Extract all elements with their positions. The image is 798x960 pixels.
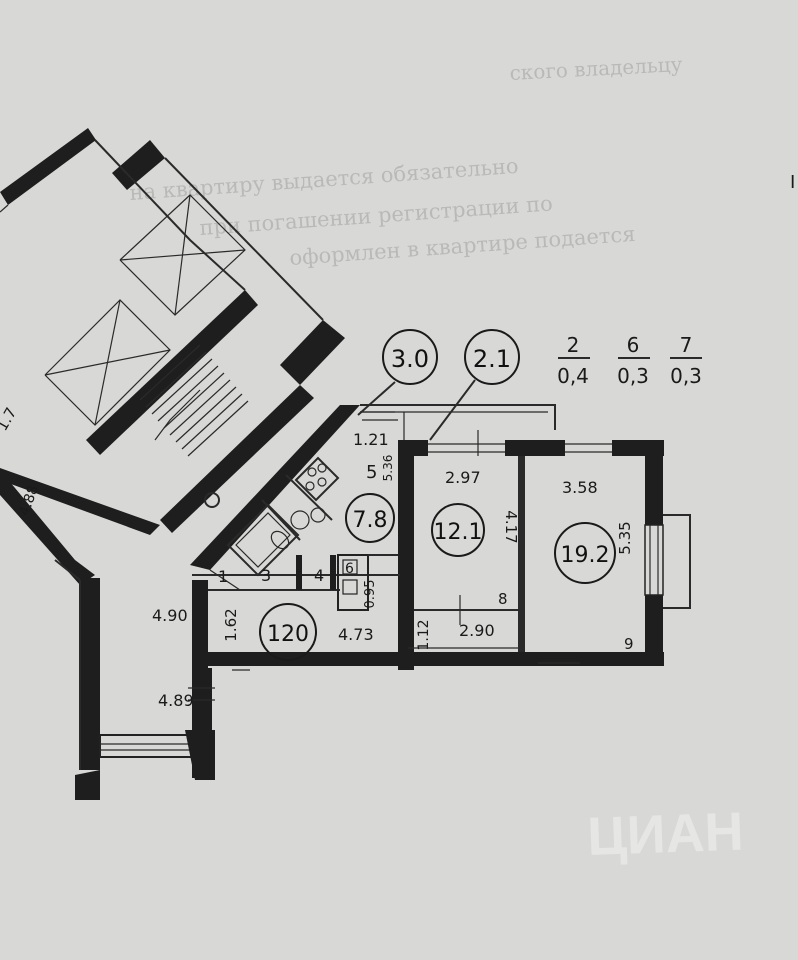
room-number-5: 5	[366, 462, 377, 483]
room-kitchen-area: 7.8	[345, 493, 395, 543]
room-1-area: 12.1	[431, 503, 485, 557]
room-number-6: 6	[345, 561, 354, 577]
room-2-area-text: 19.2	[561, 543, 610, 568]
room-hall-area: 120	[259, 603, 317, 661]
circled-label-2-text: 2.1	[473, 345, 511, 373]
dim-room1-corridor: 1.12	[416, 619, 432, 650]
fraction-2-bottom: 0,4	[557, 364, 589, 388]
fraction-2-top: 2	[567, 333, 580, 357]
fraction-6: 6 0,3	[617, 333, 650, 388]
ghost-text-1: ского владельцу	[509, 52, 683, 85]
corner-mark: I	[790, 172, 795, 193]
room-2-area: 19.2	[554, 522, 616, 584]
circled-label-2: 2.1	[429, 329, 520, 441]
watermark-logo: ЦИАН	[586, 802, 744, 867]
fraction-2: 2 0,4	[557, 333, 590, 388]
dim-kitchen-side: 5.36	[381, 455, 395, 482]
room-1-area-text: 12.1	[434, 520, 483, 545]
room-kitchen-area-text: 7.8	[353, 508, 388, 533]
room-number-8: 8	[498, 590, 508, 608]
fraction-7: 7 0,3	[670, 333, 702, 388]
room-number-4: 4	[314, 566, 324, 585]
room-number-1: 1	[218, 567, 228, 586]
circled-label-1: 3.0	[357, 329, 438, 416]
room-number-9: 9	[624, 635, 634, 653]
dim-kitchen-top: 1.21	[353, 430, 389, 449]
dim-room2-depth: 5.35	[616, 521, 634, 554]
dim-hall-left: 4.90	[152, 606, 188, 625]
dim-room1-bottom: 2.90	[459, 621, 495, 640]
dim-toilet: 0.95	[363, 580, 378, 609]
dim-stair-left: 4.88	[16, 483, 42, 518]
dim-corridor: 4.89	[158, 691, 194, 710]
room-number-3: 3	[261, 566, 271, 585]
stairwell-block	[0, 128, 345, 800]
dim-edge-left: 1.7	[0, 404, 20, 434]
fraction-6-bottom: 0,3	[617, 364, 649, 388]
dim-hall-height: 1.62	[222, 608, 240, 641]
fraction-7-top: 7	[680, 333, 693, 357]
dim-room2-width: 3.58	[562, 478, 598, 497]
dim-hall-width: 4.73	[338, 625, 374, 644]
fraction-7-bottom: 0,3	[670, 364, 702, 388]
circled-label-1-text: 3.0	[391, 345, 429, 373]
dim-room1-width: 2.97	[445, 468, 481, 487]
dim-room1-depth: 4.17	[502, 510, 520, 543]
fraction-6-top: 6	[627, 333, 640, 357]
room-hall-area-text: 120	[267, 622, 309, 647]
apartment	[188, 404, 691, 778]
